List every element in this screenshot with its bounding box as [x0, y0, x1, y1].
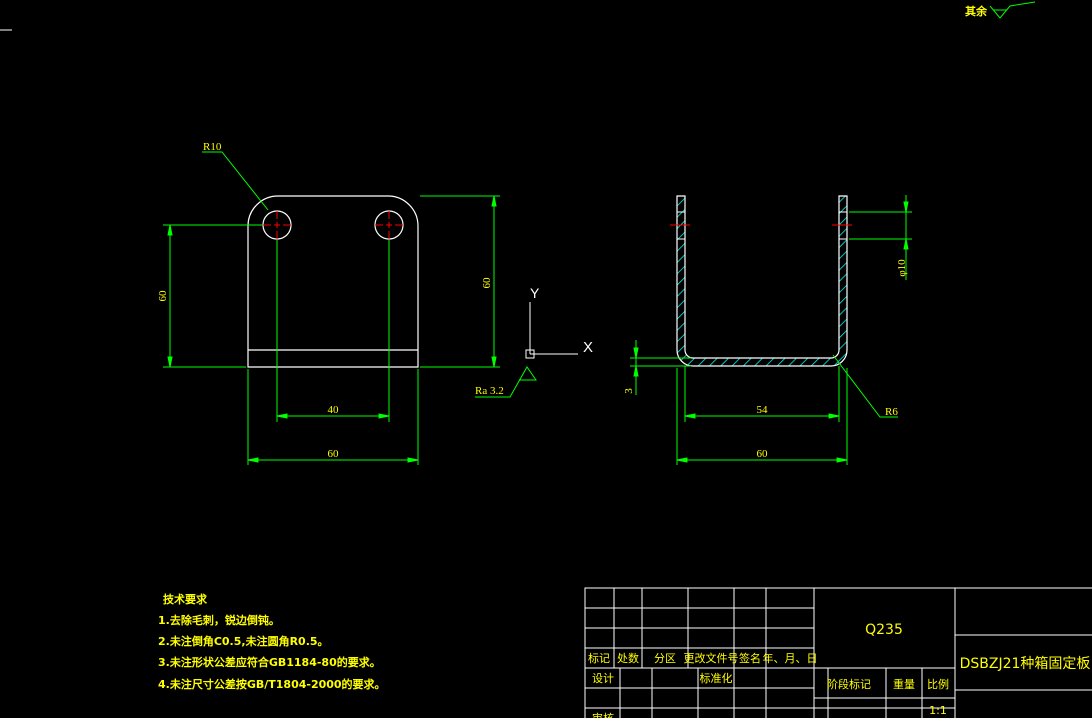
dim-height-right [420, 195, 500, 368]
side-view: φ10 3 54 60 [623, 195, 912, 465]
roughness-text: Ra 3.2 [475, 385, 504, 397]
dim-height-left-text: 60 [157, 290, 169, 302]
ucs-y-label: Y [530, 285, 540, 301]
radius-label: R10 [203, 141, 222, 153]
center-mark-left [263, 211, 291, 239]
dim-width-60-text: 60 [328, 448, 340, 460]
tb-header: 分区 [654, 652, 676, 665]
tb-review: 审核 [592, 711, 614, 718]
tb-header: 更改文件号 [684, 651, 739, 665]
dim-width-40-text: 40 [328, 404, 340, 416]
tb-weight: 重量 [893, 677, 915, 691]
bend-radius-text: R6 [885, 406, 898, 418]
tb-header: 标记 [588, 651, 610, 665]
dim-width-40 [276, 240, 390, 422]
dim-inner-width [684, 366, 840, 422]
tech-title: 技术要求 [163, 592, 208, 606]
tech-item: 4.未注尺寸公差按GB/T1804-2000的要求。 [158, 677, 386, 691]
dim-hole-diameter [849, 195, 912, 280]
title-block [584, 587, 1092, 718]
dim-thickness [630, 340, 691, 395]
tb-design: 设计 [592, 672, 614, 685]
front-view: R10 60 60 40 [157, 141, 537, 465]
tech-item: 2.未注倒角C0.5,未注圆角R0.5。 [158, 634, 329, 648]
dim-hole-diameter-text: φ10 [896, 259, 908, 277]
u-channel-section [676, 195, 848, 367]
ucs-x-label: X [583, 339, 593, 356]
radius-leader [202, 151, 269, 211]
material-text: Q235 [865, 622, 903, 638]
tb-header: 年、月、日 [763, 651, 818, 665]
dim-height-right-text: 60 [481, 277, 493, 289]
tech-item: 1.去除毛刺，锐边倒钝。 [158, 613, 280, 627]
tb-header: 处数 [617, 652, 639, 665]
tb-header: 签名 [739, 651, 761, 665]
general-roughness-note: 其余 [965, 1, 1036, 19]
dim-outer-width [676, 368, 848, 465]
general-roughness-label: 其余 [965, 4, 988, 18]
tb-scale-label: 比例 [927, 677, 949, 691]
tb-stage-mark: 阶段标记 [827, 677, 871, 691]
center-mark-right [375, 211, 403, 239]
ucs-icon [525, 302, 578, 359]
tb-standardization: 标准化 [700, 671, 733, 685]
dim-height-left [163, 224, 262, 368]
tb-scale-value: 1:1 [929, 704, 947, 717]
dim-thickness-text: 3 [623, 388, 635, 394]
drawing-name-text: DSBZJ21种箱固定板 [960, 656, 1091, 672]
dim-width-60 [247, 369, 419, 465]
dim-outer-width-text: 60 [757, 448, 769, 460]
dim-inner-width-text: 54 [757, 404, 769, 416]
technical-requirements: 技术要求 1.去除毛刺，锐边倒钝。 2.未注倒角C0.5,未注圆角R0.5。 3… [158, 592, 386, 691]
hole-section-lines [677, 211, 847, 240]
roughness-symbol [475, 366, 537, 398]
plate-outline [247, 195, 419, 368]
bend-radius-leader [832, 354, 898, 418]
tech-item: 3.未注形状公差应符合GB1184-80的要求。 [158, 655, 381, 669]
